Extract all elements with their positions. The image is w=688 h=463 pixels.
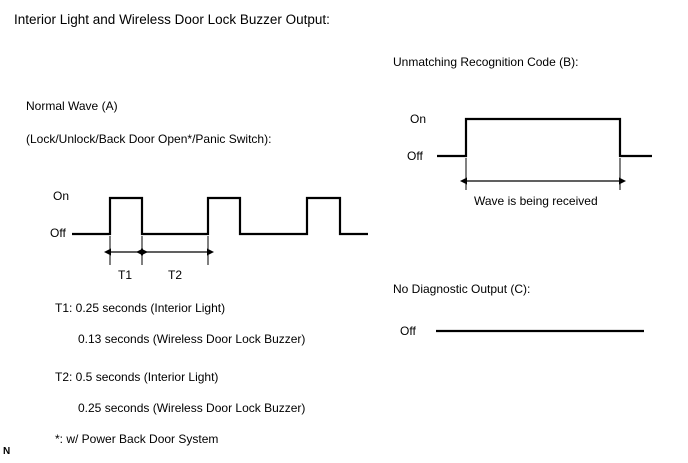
section-a-note-t1-buzzer: 0.13 seconds (Wireless Door Lock Buzzer)	[78, 332, 306, 346]
section-a-note-t1-interior: T1: 0.25 seconds (Interior Light)	[55, 302, 225, 314]
section-a-axis-on-label: On	[53, 189, 70, 203]
section-b-axis-off-label: Off	[407, 149, 423, 163]
waveform-a-trace	[72, 196, 368, 236]
waveform-b-trace	[437, 117, 652, 158]
section-a-axis-off-label: Off	[50, 226, 66, 240]
section-b-heading: Unmatching Recognition Code (B):	[393, 55, 579, 69]
section-a-heading: Normal Wave (A)	[26, 99, 118, 113]
section-b-caption: Wave is being received	[474, 194, 598, 208]
dimension-t2-label: T2	[168, 268, 183, 282]
dimension-t1-label: T1	[118, 268, 133, 282]
corner-mark: N	[3, 446, 11, 457]
section-c-heading: No Diagnostic Output (C):	[393, 282, 531, 296]
page-title: Interior Light and Wireless Door Lock Bu…	[14, 12, 330, 27]
section-a-note-t2-buzzer: 0.25 seconds (Wireless Door Lock Buzzer)	[78, 401, 306, 415]
waveform-b-extension-lines	[465, 158, 621, 190]
note-text: T1: 0.25 seconds (Interior Light)	[55, 301, 226, 315]
section-a-note-t2-interior: T2: 0.5 seconds (Interior Light)	[55, 370, 219, 384]
section-a-footnote: *: w/ Power Back Door System	[55, 432, 219, 446]
section-a-subheading: (Lock/Unlock/Back Door Open*/Panic Switc…	[26, 132, 272, 146]
section-c-axis-off-label: Off	[400, 324, 416, 338]
section-b-axis-on-label: On	[410, 112, 427, 126]
waveform-a-extension-lines	[109, 236, 209, 265]
